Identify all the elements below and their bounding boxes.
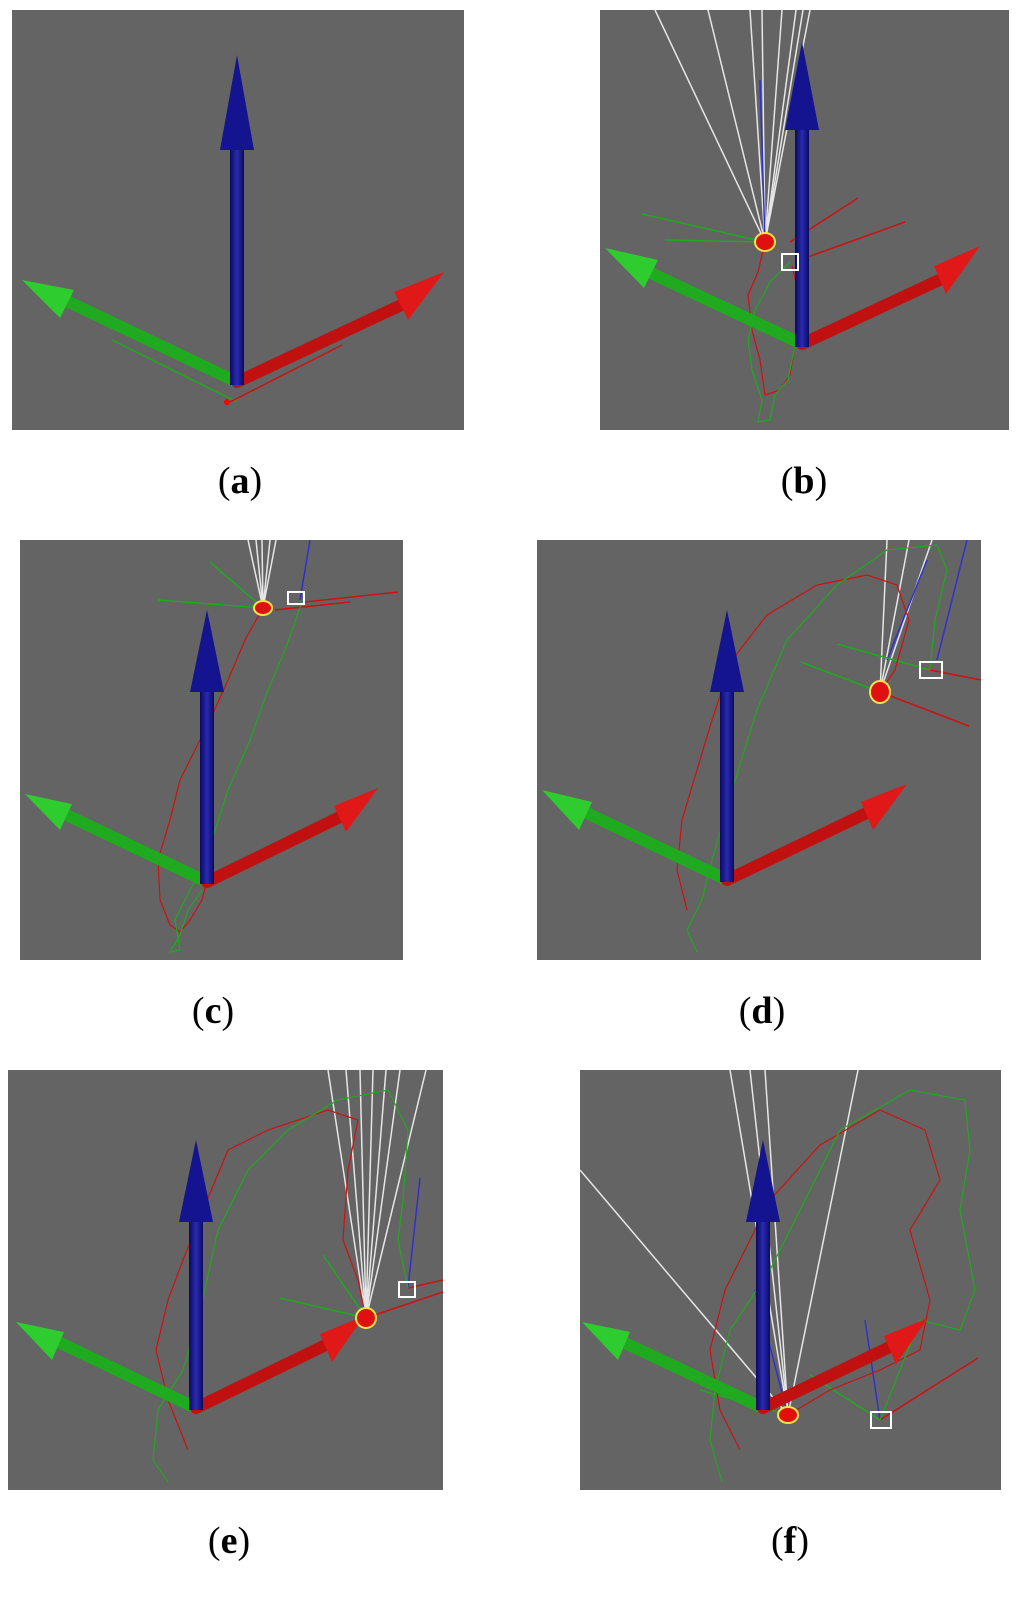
marker-box [287, 591, 305, 605]
scene-c [25, 540, 399, 953]
scene-d [542, 540, 981, 953]
z-axis-arrow [220, 55, 254, 385]
scene-a [22, 55, 444, 405]
heading-line [886, 559, 928, 661]
marker-box [781, 253, 799, 271]
trajectory-red [157, 607, 264, 933]
caption-f: (f) [771, 1520, 809, 1562]
trajectory-green [152, 1089, 409, 1483]
y-axis-arrow [605, 248, 808, 350]
ray-bundle [247, 540, 277, 609]
caption-a: (a) [217, 460, 263, 502]
trajectory-green [747, 261, 806, 423]
trajectory-red [709, 1109, 941, 1451]
caption-e: (e) [207, 1520, 251, 1562]
panel-f [580, 1070, 1001, 1490]
z-axis-arrow [746, 1140, 780, 1410]
caption-c: (c) [191, 990, 235, 1032]
ray-bundle [327, 1070, 427, 1319]
scene-e [16, 1070, 443, 1483]
scene-b [605, 10, 980, 423]
target-marker [754, 232, 776, 252]
y-projection-line [111, 339, 238, 403]
x-projection-line [304, 591, 399, 603]
trajectory-red [155, 1109, 367, 1451]
trajectory-green [168, 601, 303, 953]
panel-b [600, 10, 1009, 430]
y-projection-line [641, 213, 766, 243]
caption-b: (b) [780, 460, 828, 502]
marker-box [919, 661, 943, 679]
y-projection-line [836, 643, 931, 671]
x-projection-line [407, 1279, 443, 1289]
ray-bundle [879, 540, 933, 693]
panel-d [537, 540, 981, 960]
z-axis-arrow [190, 610, 224, 884]
y-axis-arrow [25, 794, 213, 888]
panel-a [12, 10, 464, 430]
x-axis-arrow [231, 272, 444, 388]
target-marker [869, 680, 891, 704]
origin-dot [224, 399, 230, 405]
ray-bundle [580, 1070, 859, 1416]
y-projection-line [209, 561, 264, 609]
heading-line [759, 79, 766, 243]
y-projection-line [322, 1254, 367, 1319]
panel-e [8, 1070, 443, 1490]
y-axis-arrow [22, 280, 243, 388]
z-axis-arrow [785, 42, 819, 347]
x-axis-arrow [796, 246, 980, 350]
x-axis-arrow [201, 788, 378, 888]
target-marker [355, 1307, 377, 1329]
x-projection-line [229, 344, 343, 403]
y-axis-arrow [582, 1322, 769, 1414]
x-projection-line [929, 669, 981, 681]
z-axis-arrow [710, 610, 744, 882]
heading-line [407, 1177, 421, 1289]
marker-box [398, 1281, 416, 1298]
x-projection-line [879, 1357, 979, 1421]
target-marker [253, 600, 273, 616]
panel-c [20, 540, 403, 960]
trajectory-green [709, 1089, 976, 1483]
x-axis-arrow [721, 784, 907, 886]
heading-line [299, 540, 311, 601]
caption-d: (d) [738, 990, 786, 1032]
marker-box [870, 1411, 892, 1429]
x-axis-arrow [757, 1318, 928, 1414]
target-marker [777, 1406, 799, 1424]
z-axis-arrow [179, 1140, 213, 1410]
y-axis-arrow [16, 1322, 202, 1414]
y-axis-arrow [542, 790, 733, 886]
x-axis-arrow [190, 1316, 364, 1414]
scene-f [580, 1070, 979, 1483]
trajectory-red [676, 574, 910, 911]
trajectory-green [686, 544, 948, 953]
